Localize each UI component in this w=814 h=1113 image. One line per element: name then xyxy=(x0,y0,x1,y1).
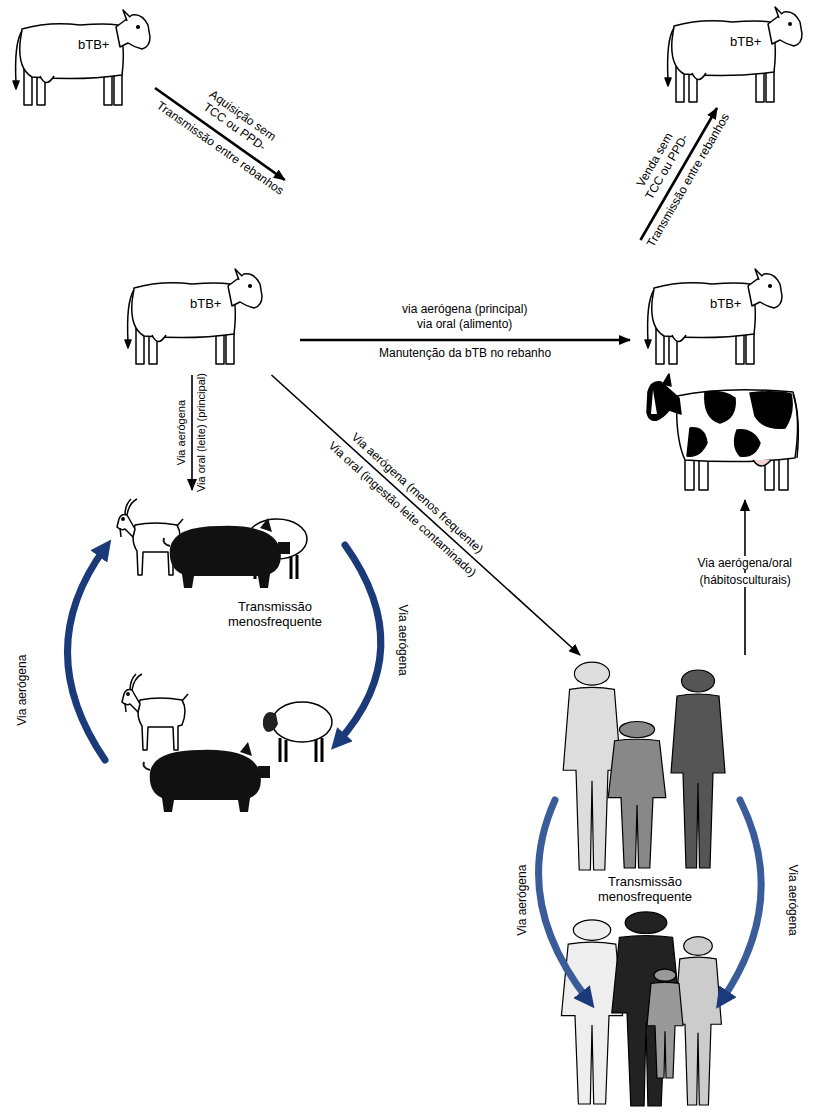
cycle-arrow xyxy=(68,548,106,760)
route-label: Via oral (ingestão leite contaminado) xyxy=(326,439,480,580)
node-label: bTB+ xyxy=(78,38,109,53)
arrow-label: Via aerógena (menos frequente) xyxy=(349,430,486,557)
route-label: via oral (alimento) xyxy=(417,317,512,331)
infected-cow: bTB+ xyxy=(5,0,155,110)
cycle-arrow xyxy=(539,800,588,1000)
pig-drawing xyxy=(144,742,270,812)
node-label: bTB+ xyxy=(710,297,741,312)
infected-cow: bTB+ xyxy=(110,180,300,375)
person-drawing xyxy=(647,969,683,1078)
node-label: bTB+ xyxy=(730,35,761,50)
route-label: Via aerógena xyxy=(15,655,29,726)
goat-drawing xyxy=(122,674,188,750)
node-label: Transmissão menosfrequente xyxy=(590,875,700,905)
arrow-label: via aerógena (principal) xyxy=(402,302,527,316)
arrow-label: Via aerógena xyxy=(176,400,189,465)
transmission-arrow xyxy=(191,375,193,490)
cow-drawing xyxy=(665,7,802,102)
route-label: (hábitosculturais) xyxy=(697,573,792,587)
route-label: Via oral (leite) (principal) xyxy=(195,373,208,492)
route-label: Manutenção da bTB no rebanho xyxy=(379,346,551,360)
node-label: Transmissão menosfrequente xyxy=(220,600,330,630)
route-label: Via aerógena xyxy=(785,865,799,936)
infected-cow: bTB+ xyxy=(655,0,810,108)
animal-group: Transmissão menosfrequente xyxy=(100,490,340,820)
node-label: bTB+ xyxy=(190,297,221,312)
cycle-arrow xyxy=(338,545,381,742)
transmission-arrow xyxy=(272,375,581,655)
cow-drawing xyxy=(125,269,262,364)
holstein-cow-drawing xyxy=(647,374,798,490)
route-label: Via aerógena xyxy=(515,865,529,936)
arrow-label: Aquisição sem TCC ou PPD- xyxy=(191,82,285,160)
pig-drawing xyxy=(164,518,290,588)
human-group: Transmissão menosfrequente xyxy=(550,655,750,1110)
person-drawing xyxy=(608,721,666,868)
cow-drawing xyxy=(645,269,782,364)
arrow-label: Via aerógena/oral xyxy=(695,556,794,570)
person-drawing xyxy=(671,670,725,868)
cycle-arrow xyxy=(722,800,761,1000)
sheep-drawing xyxy=(263,702,332,762)
cow-drawing xyxy=(13,10,150,105)
transmission-arrow xyxy=(300,339,630,342)
infected-cow: bTB+ xyxy=(630,240,805,500)
route-label: Via aerógena xyxy=(395,605,409,676)
